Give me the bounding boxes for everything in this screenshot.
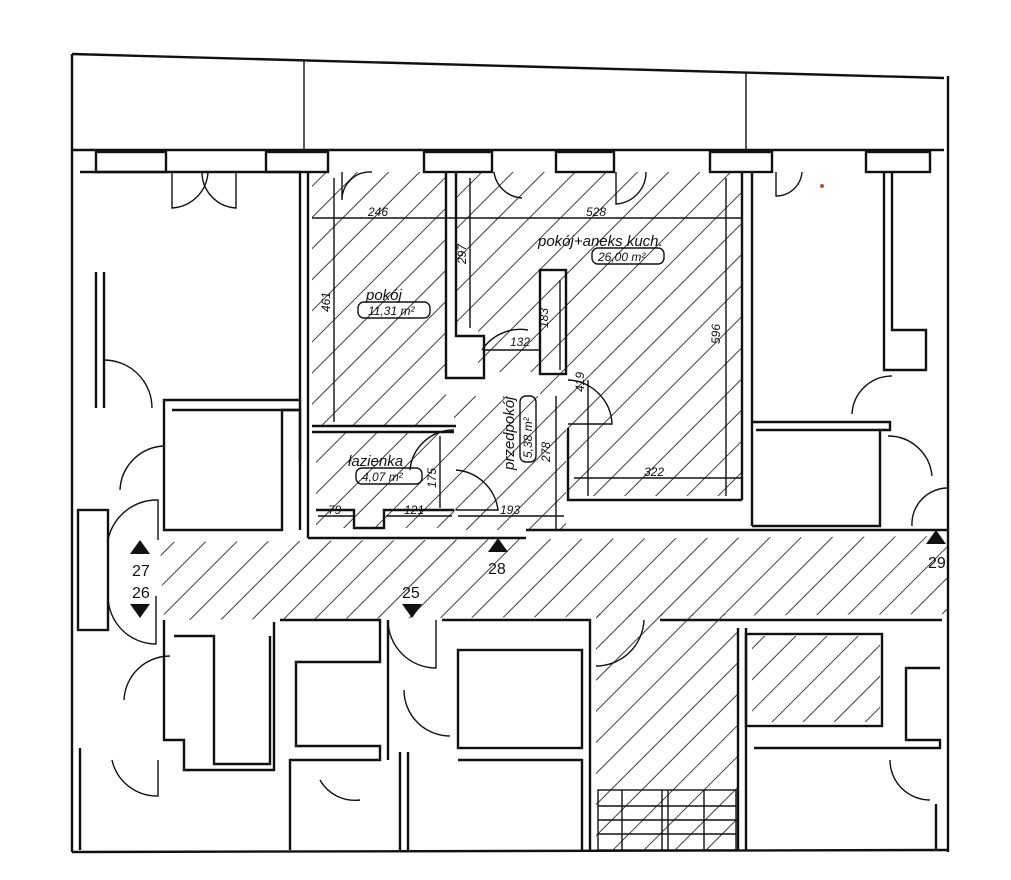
room-area-pokoj: 11,31 m²: [368, 304, 415, 318]
hatch-przedpokoj: [454, 396, 566, 530]
dim-528: 528: [586, 205, 606, 219]
dim-419: 419: [573, 372, 587, 392]
marker-27: 27: [132, 563, 150, 580]
marker-28-arrow: [488, 538, 508, 552]
dimension-lines: [312, 178, 742, 530]
dim-461: 461: [319, 292, 333, 312]
marker-28: 28: [488, 561, 506, 578]
stray-dot: [820, 184, 824, 188]
room-name-lazienka: łazienka: [348, 453, 403, 470]
dimension-labels: 246 528 297 461 183 132 596 419 278 322 …: [319, 205, 723, 517]
marker-29: 29: [928, 555, 946, 572]
dim-175: 175: [425, 468, 439, 488]
hatch-stair-hall: [596, 614, 738, 850]
dim-79: 79: [328, 503, 342, 517]
dim-596: 596: [709, 324, 723, 344]
room-labels: pokój 11,31 m² pokój+aneks kuch. 26,00 m…: [348, 233, 665, 485]
dim-297: 297: [455, 243, 469, 265]
dim-132: 132: [510, 335, 530, 349]
room-area-przedpokoj: 5,38 m²: [521, 416, 535, 458]
hatch-corridor: [160, 536, 948, 620]
dim-121: 121: [404, 503, 424, 517]
marker-29-arrow: [926, 530, 946, 544]
marker-26: 26: [132, 585, 150, 602]
dim-278: 278: [539, 442, 553, 463]
dim-183: 183: [537, 308, 551, 328]
room-name-pokoj-aneks: pokój+aneks kuch.: [537, 233, 663, 250]
room-area-pokoj-aneks: 26,00 m²: [597, 250, 646, 264]
room-name-pokoj: pokój: [365, 287, 403, 304]
room-name-przedpokoj: przedpokój: [501, 396, 518, 471]
dim-322: 322: [644, 465, 664, 479]
hatch-pokoj-aneks: [456, 172, 742, 496]
marker-25: 25: [402, 585, 420, 602]
hatch-box-right: [752, 636, 880, 722]
room-area-lazienka: 4,07 m²: [362, 470, 404, 484]
hatched-areas: [160, 172, 948, 850]
marker-26-arrow: [130, 604, 150, 618]
stairs: [597, 789, 737, 851]
dim-193: 193: [500, 503, 520, 517]
section-markers: 27 26 25 28 29: [130, 530, 946, 618]
doors: [103, 171, 949, 802]
building-outline: [70, 52, 950, 854]
dim-246: 246: [367, 205, 388, 219]
marker-25-arrow: [402, 604, 422, 618]
marker-27-arrow: [130, 540, 150, 554]
